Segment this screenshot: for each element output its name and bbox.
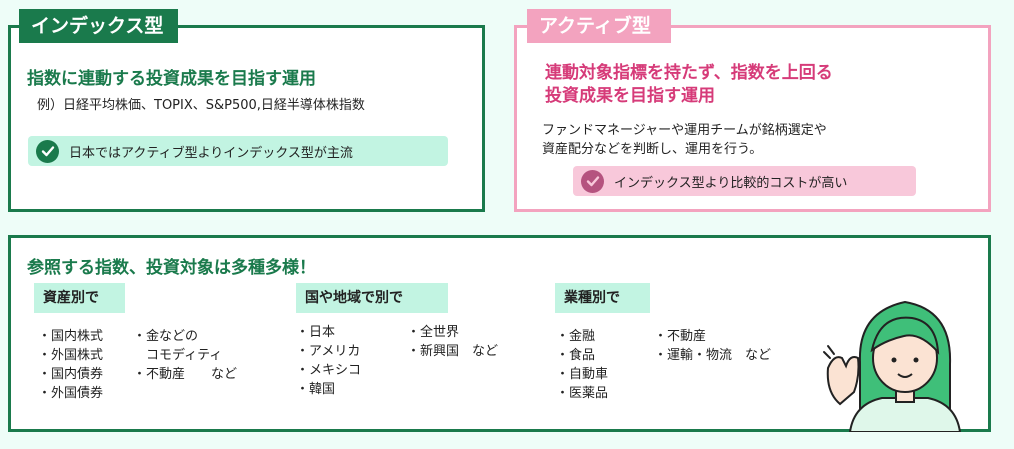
index-fund-example: 例）日経平均株価、TOPIX、S&P500,日経半導体株指数	[37, 98, 365, 113]
active-fund-description-line: 資産配分などを判断し、運用を行う。	[542, 142, 763, 157]
list-item: ・不動産 など	[133, 367, 238, 382]
asset-list-col1: ・国内株式 ・外国株式 ・国内債券 ・外国債券	[38, 327, 103, 403]
index-fund-note: 日本ではアクティブ型よりインデックス型が主流	[28, 136, 448, 166]
category-label-industry: 業種別で	[555, 283, 650, 313]
category-label-region: 国や地域で別で	[296, 283, 448, 313]
list-item: ・国内債券	[38, 367, 104, 382]
list-item: ・食品	[556, 348, 596, 363]
reference-heading: 参照する指数、投資対象は多種多様！	[27, 258, 316, 278]
list-item: ・アメリカ	[296, 344, 361, 359]
active-fund-tab: アクティブ型	[527, 9, 671, 43]
active-fund-description: ファンドマネージャーや運用チームが銘柄選定や 資産配分などを判断し、運用を行う。	[542, 121, 827, 159]
active-fund-note: インデックス型より比較的コストが高い	[573, 166, 916, 196]
list-item: ・自動車	[556, 367, 609, 382]
list-item: ・全世界	[407, 325, 460, 340]
list-item: ・国内株式	[38, 329, 104, 344]
list-item: ・金融	[556, 329, 596, 344]
region-list-col1: ・日本 ・アメリカ ・メキシコ ・韓国	[296, 323, 361, 399]
list-item: ・日本	[296, 325, 336, 340]
active-fund-heading-line: 連動対象指標を持たず、指数を上回る	[545, 63, 833, 83]
active-fund-heading: 連動対象指標を持たず、指数を上回る 投資成果を目指す運用	[545, 62, 833, 108]
index-fund-note-text: 日本ではアクティブ型よりインデックス型が主流	[69, 145, 353, 161]
asset-list-col2: ・金などの コモディティ ・不動産 など	[133, 327, 237, 384]
list-item: コモディティ	[133, 348, 223, 363]
index-fund-heading: 指数に連動する投資成果を目指す運用	[27, 69, 316, 89]
check-circle-icon	[581, 169, 604, 193]
region-list-col2: ・全世界 ・新興国 など	[407, 323, 498, 361]
list-item: ・医薬品	[556, 386, 609, 401]
list-item: ・外国株式	[38, 348, 104, 363]
industry-list-col2: ・不動産 ・運輸・物流 など	[654, 327, 771, 365]
list-item: ・運輸・物流 など	[654, 348, 772, 363]
active-fund-note-text: インデックス型より比較的コストが高い	[614, 175, 848, 191]
category-label-asset: 資産別で	[34, 283, 125, 313]
index-fund-panel	[8, 25, 485, 212]
reference-panel	[8, 235, 991, 432]
list-item: ・新興国 など	[407, 344, 499, 359]
woman-waving-illustration	[823, 300, 962, 432]
active-fund-description-line: ファンドマネージャーや運用チームが銘柄選定や	[542, 123, 827, 138]
active-fund-heading-line: 投資成果を目指す運用	[545, 86, 715, 106]
list-item: ・メキシコ	[296, 363, 362, 378]
list-item: ・不動産	[654, 329, 707, 344]
industry-list-col1: ・金融 ・食品 ・自動車 ・医薬品	[556, 327, 608, 403]
list-item: ・金などの	[133, 329, 199, 344]
list-item: ・韓国	[296, 382, 336, 397]
index-fund-tab: インデックス型	[19, 9, 178, 43]
list-item: ・外国債券	[38, 386, 104, 401]
check-circle-icon	[36, 139, 59, 163]
